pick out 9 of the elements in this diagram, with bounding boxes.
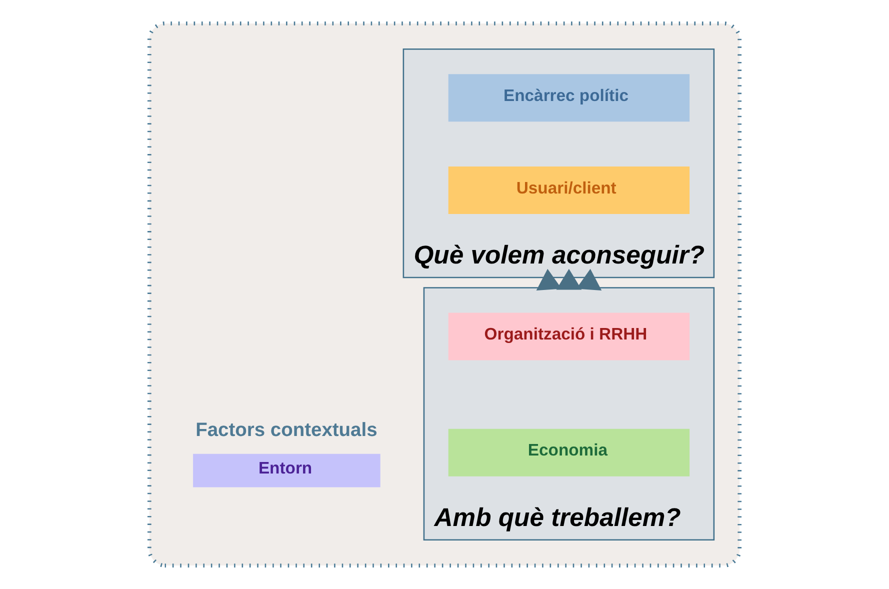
node-box: Encàrrec polític [448, 74, 690, 122]
arrow [536, 268, 562, 291]
cluster [147, 22, 742, 568]
node-box: Economia [448, 428, 690, 476]
node-box: Organització i RRHH [448, 312, 690, 360]
node-box: Usuari/client [448, 166, 690, 214]
node-label: Factors contextuals [196, 420, 378, 441]
arrow [576, 268, 602, 291]
node-box: Entorn [193, 454, 380, 488]
